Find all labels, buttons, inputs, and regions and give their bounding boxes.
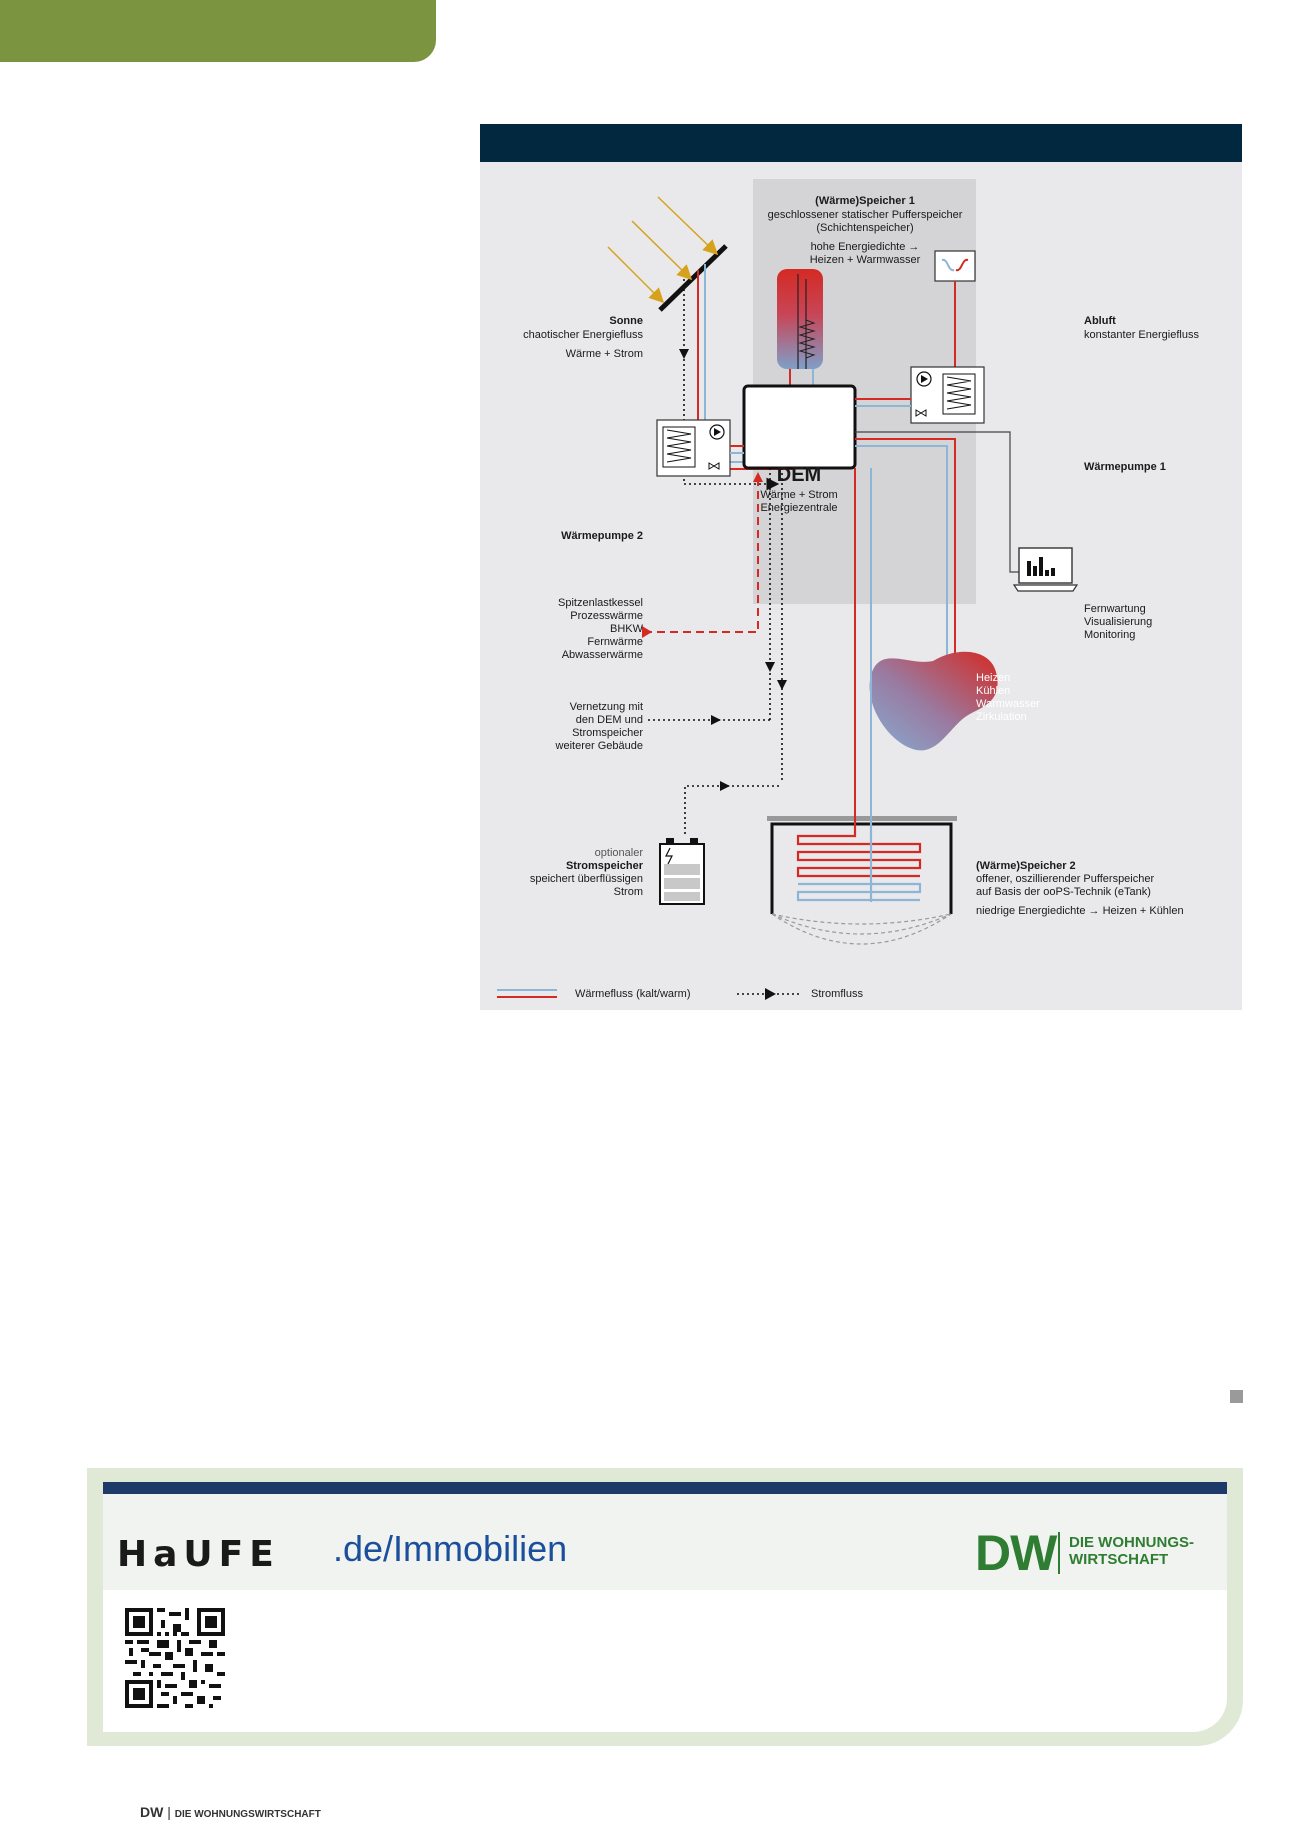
ad-logo-band: HaUFE .de/Immobilien DW DIE WOHNUNGS- WI… xyxy=(103,1494,1227,1590)
footer-separator: | xyxy=(167,1804,171,1820)
speicher2-line3: niedrige Energiedichte → Heizen + Kühlen xyxy=(976,905,1184,917)
fernwartung-line2: Visualisierung xyxy=(1084,616,1152,628)
extern-arrow-up xyxy=(753,472,763,482)
verbraucher-line2: Kühlen xyxy=(976,685,1010,697)
vernetzung-line1: Vernetzung mit xyxy=(570,701,643,713)
qr-code-icon[interactable] xyxy=(125,1608,225,1708)
legend-waermefluss: Wärmefluss (kalt/warm) xyxy=(575,988,691,1000)
vernetzung-line4: weiterer Gebäude xyxy=(555,740,643,752)
dw-logo: DW xyxy=(975,1525,1057,1581)
speicher1-line3: hohe Energiedichte → xyxy=(811,241,920,253)
solar-power-line xyxy=(683,279,780,491)
extern-line1: Spitzenlastkessel xyxy=(558,597,643,609)
verbraucher-line3: Warmwasser xyxy=(976,698,1040,710)
verbraucher-line1: Heizen xyxy=(976,672,1010,684)
battery-icon xyxy=(659,838,705,905)
speicher1-line2: (Schichtenspeicher) xyxy=(816,222,913,234)
extern-line3: BHKW xyxy=(610,623,644,635)
speicher2-title: (Wärme)Speicher 2 xyxy=(976,860,1076,872)
end-of-article-marker xyxy=(1230,1390,1243,1403)
haufe-logo: HaUFE xyxy=(117,1534,280,1575)
waermepumpe1-label: Wärmepumpe 1 xyxy=(1084,461,1166,473)
extern-heat-line xyxy=(644,478,759,633)
section-tab xyxy=(0,0,436,62)
dw-logo-text: DIE WOHNUNGS- WIRTSCHAFT xyxy=(1069,1534,1194,1568)
heat-pump-1-icon xyxy=(910,366,985,424)
extern-line4: Fernwärme xyxy=(587,636,643,648)
dem-title: DEM xyxy=(777,464,821,486)
figure-header-bar xyxy=(480,124,1242,162)
abluft-box xyxy=(934,250,976,282)
battery-line xyxy=(684,785,782,834)
sonne-line2: Wärme + Strom xyxy=(566,348,643,360)
stromspeicher-line0: optionaler xyxy=(595,847,644,859)
abluft-title: Abluft xyxy=(1084,315,1116,327)
energy-diagram: (Wärme)Speicher 1 geschlossener statisch… xyxy=(497,179,1199,1000)
solar-panel xyxy=(658,244,728,312)
laptop-icon xyxy=(1012,547,1079,592)
page-footer: DW | DIE WOHNUNGSWIRTSCHAFT xyxy=(140,1804,321,1820)
extern-line2: Prozesswärme xyxy=(570,610,643,622)
extern-line5: Abwasserwärme xyxy=(562,649,643,661)
dem-box xyxy=(742,384,857,470)
extern-arrow-left xyxy=(642,626,652,638)
sonne-line1: chaotischer Energiefluss xyxy=(523,329,643,341)
consumer-blob xyxy=(869,651,998,751)
footer-text: DIE WOHNUNGSWIRTSCHAFT xyxy=(174,1809,321,1820)
vernetzung-line2: den DEM und xyxy=(576,714,643,726)
footer-logo: DW xyxy=(140,1804,164,1820)
sun-ray-3 xyxy=(657,196,719,256)
dem-line2: Energiezentrale xyxy=(760,502,837,514)
speicher1-line1: geschlossener statischer Pufferspeicher xyxy=(768,209,963,221)
dw-logo-line1: DIE WOHNUNGS- xyxy=(1069,1534,1194,1551)
solar-power-arrow xyxy=(679,349,689,359)
legend-stromfluss: Stromfluss xyxy=(811,988,863,1000)
heat-pump-2-icon xyxy=(656,419,731,477)
speicher1-title: (Wärme)Speicher 1 xyxy=(815,195,915,207)
speicher1-line4: Heizen + Warmwasser xyxy=(810,254,921,266)
haufe-domain[interactable]: .de/Immobilien xyxy=(333,1528,568,1569)
verbraucher-line4: Zirkulation xyxy=(976,711,1027,723)
dw-logo-separator xyxy=(1058,1532,1060,1574)
dw-logo-line2: WIRTSCHAFT xyxy=(1069,1551,1169,1568)
fernwartung-line3: Monitoring xyxy=(1084,629,1135,641)
storage-tank-2 xyxy=(767,816,957,945)
sonne-title: Sonne xyxy=(609,315,643,327)
ad-inner: HaUFE .de/Immobilien DW DIE WOHNUNGS- WI… xyxy=(103,1482,1227,1732)
stromspeicher-title: Stromspeicher xyxy=(566,860,644,872)
consumer-warm-line xyxy=(855,438,956,664)
ad-top-bar xyxy=(103,1482,1227,1494)
waermepumpe2-label: Wärmepumpe 2 xyxy=(561,530,643,542)
abluft-line1: konstanter Energiefluss xyxy=(1084,329,1199,341)
stromspeicher-line1: speichert überflüssigen xyxy=(530,873,643,885)
energy-diagram-figure: (Wärme)Speicher 1 geschlossener statisch… xyxy=(480,124,1242,1010)
stromspeicher-line2: Strom xyxy=(614,886,643,898)
vernetzung-line3: Stromspeicher xyxy=(572,727,643,739)
haufe-ad-box[interactable]: HaUFE .de/Immobilien DW DIE WOHNUNGS- WI… xyxy=(87,1468,1243,1746)
consumer-cold-line xyxy=(855,445,948,664)
dem-line1: Wärme + Strom xyxy=(760,489,837,501)
speicher2-line2: auf Basis der ooPS-Technik (eTank) xyxy=(976,886,1151,898)
sun-ray-1 xyxy=(607,246,665,304)
speicher2-line1: offener, oszillierender Pufferspeicher xyxy=(976,873,1154,885)
storage-tank-1 xyxy=(777,269,823,369)
sun-ray-2 xyxy=(631,220,693,281)
fernwartung-line1: Fernwartung xyxy=(1084,603,1146,615)
